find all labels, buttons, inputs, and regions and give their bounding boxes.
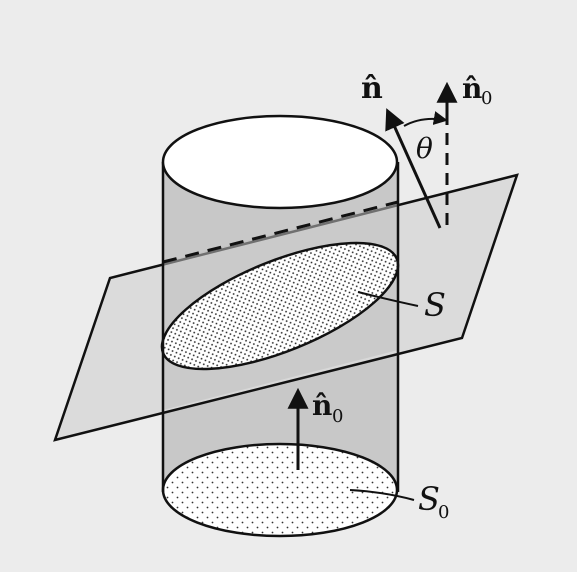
- label-n0-hat-top-sub: 0: [481, 88, 492, 109]
- label-n-hat: n̂: [361, 71, 383, 106]
- label-s: S: [424, 286, 446, 324]
- label-n0-hat-bottom: n̂: [312, 389, 332, 422]
- s0-leader-line: [349, 489, 415, 501]
- s-leader-line: [357, 291, 419, 307]
- label-s0-sub: 0: [438, 502, 449, 523]
- label-s0: S: [418, 480, 440, 518]
- theta-arc: [403, 111, 448, 127]
- label-theta: θ: [416, 132, 433, 165]
- label-n0-hat-top: n̂: [462, 72, 482, 105]
- tilted-normal-n-arrow: [385, 108, 442, 229]
- label-n0-hat-bottom-sub: 0: [332, 406, 343, 427]
- cylinder-top-face: [161, 114, 399, 210]
- hidden-plane-edge: [162, 200, 399, 264]
